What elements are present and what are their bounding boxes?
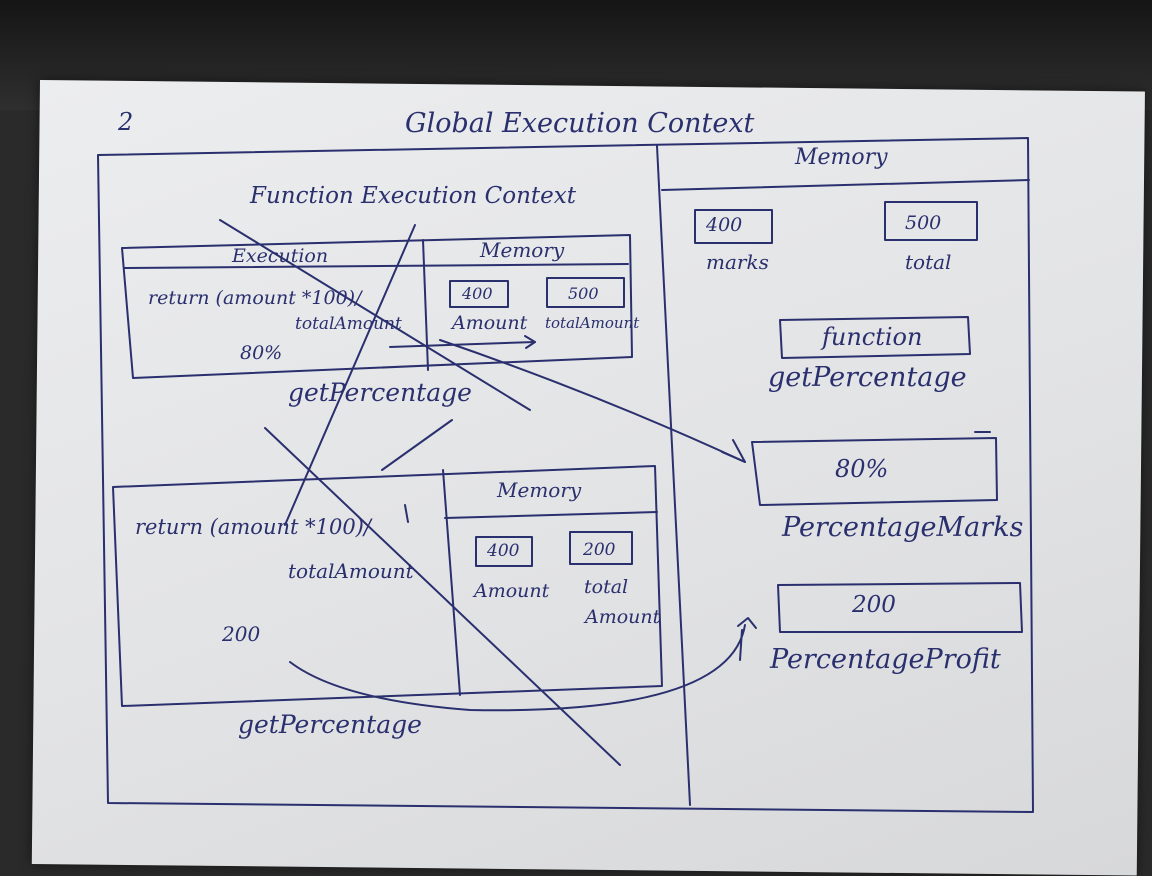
global-memory-underline bbox=[661, 179, 1030, 191]
marks-value-box bbox=[694, 209, 773, 244]
percentage-marks-box bbox=[751, 437, 998, 506]
total-value-box bbox=[884, 201, 978, 241]
fec2-divider bbox=[442, 469, 461, 696]
fec1-mem2-name: totalAmount bbox=[545, 314, 640, 332]
global-memory-label: Memory bbox=[795, 145, 888, 170]
fec1-mem1-value: 400 bbox=[462, 284, 493, 303]
fec2-result: 200 bbox=[222, 622, 261, 646]
global-context-box bbox=[97, 137, 1034, 813]
percentage-marks-name: PercentageMarks bbox=[782, 512, 1024, 543]
fec1-caption: getPercentage bbox=[288, 378, 472, 407]
fec2-memory-label: Memory bbox=[497, 478, 582, 502]
fec1-divider bbox=[422, 239, 429, 371]
fec2-mem2-name-line1: total bbox=[584, 576, 629, 598]
global-context-title: Global Execution Context bbox=[405, 108, 755, 139]
fec1-code-line2: totalAmount bbox=[295, 314, 402, 334]
marks-name: marks bbox=[706, 250, 769, 274]
marks-value: 400 bbox=[706, 214, 743, 236]
function-value-box bbox=[779, 316, 971, 359]
fec2-mem2-box bbox=[569, 531, 633, 565]
fec1-memory-label: Memory bbox=[480, 238, 565, 262]
fec2-code-line2: totalAmount bbox=[288, 559, 414, 583]
fec2-mem1-box bbox=[475, 536, 533, 567]
fec2-mem2-name-line2: Amount bbox=[585, 606, 661, 628]
crossout-line-a bbox=[284, 224, 416, 526]
global-divider-line bbox=[656, 145, 691, 806]
crossout-line-e bbox=[404, 504, 409, 523]
arrow-head-percentage-marks bbox=[721, 439, 746, 463]
fec2-mem2-value: 200 bbox=[583, 540, 616, 560]
fec1-header-underline bbox=[123, 263, 629, 269]
percentage-profit-value: 200 bbox=[852, 592, 896, 618]
function-value: function bbox=[822, 323, 923, 351]
fec-title: Function Execution Context bbox=[250, 183, 576, 209]
arrow-fec1-inner bbox=[389, 341, 536, 348]
fec1-mem1-name: Amount bbox=[452, 312, 528, 334]
fec2-code-line1: return (amount *100)/ bbox=[135, 515, 371, 539]
fec2-mem1-name: Amount bbox=[474, 580, 550, 602]
fec1-code-line1: return (amount *100)/ bbox=[148, 287, 362, 309]
fec1-result: 80% bbox=[240, 342, 283, 364]
fec2-box bbox=[112, 465, 663, 707]
crossout-line-c bbox=[381, 419, 453, 471]
fec2-caption: getPercentage bbox=[238, 710, 422, 739]
crossout-line-b bbox=[219, 219, 531, 411]
profit-bracket bbox=[739, 629, 743, 661]
arrow-to-percentage-profit bbox=[289, 624, 746, 712]
fec2-mem1-value: 400 bbox=[487, 541, 520, 561]
fec1-box bbox=[121, 234, 633, 379]
total-name: total bbox=[905, 250, 952, 274]
page-number: 2 bbox=[118, 108, 134, 136]
fec1-mem1-box bbox=[449, 280, 509, 308]
percentage-marks-value: 80% bbox=[835, 455, 889, 483]
percentage-profit-name: PercentageProfit bbox=[770, 644, 1001, 675]
percentage-profit-box bbox=[777, 582, 1023, 633]
fec1-mem2-box bbox=[546, 277, 625, 308]
fec2-memory-underline bbox=[444, 511, 658, 519]
arrow-to-percentage-marks bbox=[439, 339, 746, 463]
function-name: getPercentage bbox=[768, 362, 967, 393]
fec1-mem2-value: 500 bbox=[568, 284, 599, 303]
arrow-head-fec1-inner bbox=[524, 335, 536, 349]
arrow-head-percentage-profit bbox=[737, 617, 757, 629]
total-value: 500 bbox=[905, 212, 942, 234]
fec1-execution-label: Execution bbox=[232, 245, 329, 267]
